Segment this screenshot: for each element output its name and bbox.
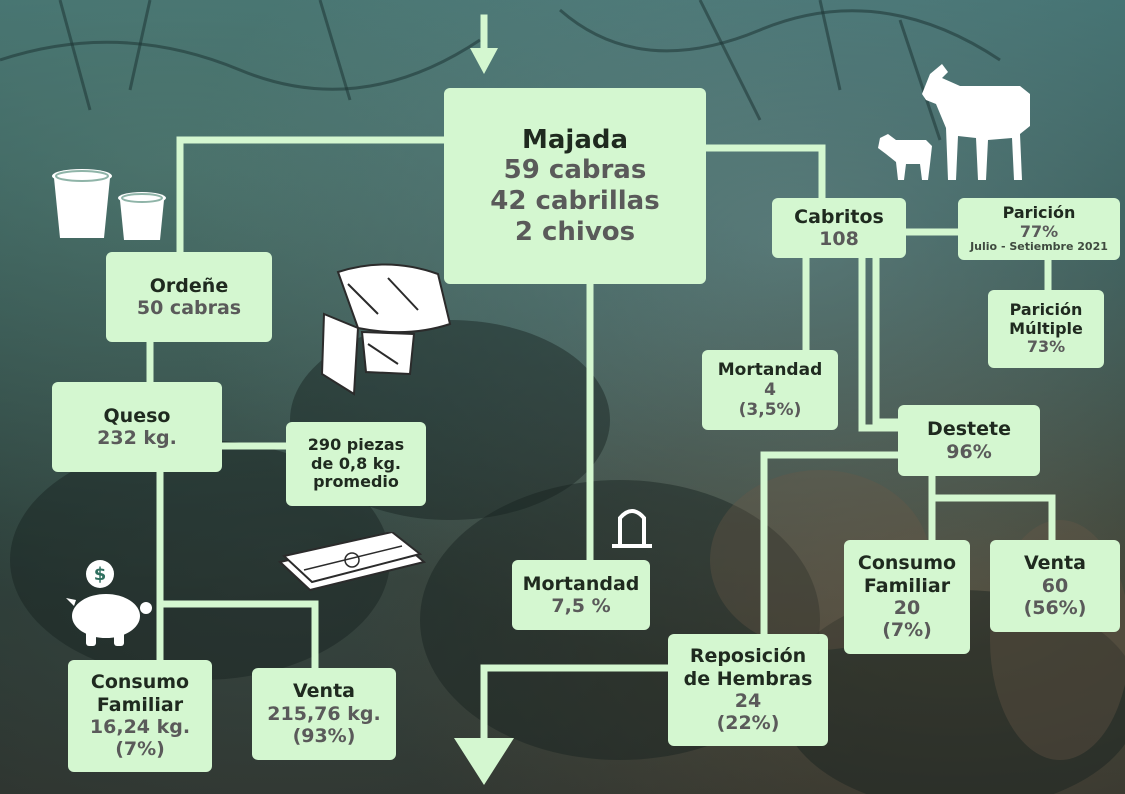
majada-cabras: 59 cabras — [503, 155, 647, 186]
consumo-cabritos-value: 20 — [893, 597, 921, 619]
ordene-box: Ordeñe 50 cabras — [106, 252, 272, 342]
paricion-multiple-title1: Parición — [1009, 299, 1083, 319]
queso-box: Queso 232 kg. — [52, 382, 222, 472]
paricion-title: Parición — [1002, 202, 1076, 222]
majada-box: Majada 59 cabras 42 cabrillas 2 chivos — [444, 88, 706, 284]
cabritos-title: Cabritos — [794, 205, 884, 228]
paricion-value: 77% — [1019, 221, 1059, 241]
money-stack-icon — [277, 532, 427, 592]
consumo-cabritos-pct: (7%) — [882, 619, 932, 642]
majada-cabrillas: 42 cabrillas — [490, 186, 660, 216]
piezas-line1: 290 piezas — [307, 434, 405, 454]
consumo-queso-value: 16,24 kg. — [89, 716, 191, 738]
ordene-value: 50 cabras — [136, 297, 242, 319]
goat-icon — [878, 64, 1030, 180]
venta-queso-title: Venta — [293, 680, 355, 703]
tombstone-icon — [612, 509, 652, 548]
consumo-cabritos-box: Consumo Familiar 20 (7%) — [844, 540, 970, 654]
venta-cabritos-value: 60 — [1041, 574, 1069, 597]
consumo-cabritos-title2: Familiar — [863, 574, 951, 597]
venta-queso-box: Venta 215,76 kg. (93%) — [252, 668, 396, 760]
consumo-cabritos-title1: Consumo — [857, 552, 957, 575]
piezas-line3: promedio — [313, 472, 399, 492]
mortandad-cabritos-value: 4 — [764, 379, 776, 400]
consumo-queso-title1: Consumo — [90, 671, 190, 694]
reposicion-pct: (22%) — [716, 712, 780, 735]
mortandad-cabritos-pct: (3,5%) — [738, 400, 802, 421]
buckets-icon — [52, 169, 166, 240]
venta-queso-value: 215,76 kg. — [267, 702, 381, 725]
mortandad-majada-title: Mortandad — [522, 572, 640, 595]
consumo-queso-pct: (7%) — [115, 738, 165, 761]
reposicion-title2: de Hembras — [683, 667, 813, 690]
paricion-box: Parición 77% Julio - Setiembre 2021 — [958, 198, 1120, 260]
cheese-icon — [320, 263, 452, 396]
ordene-title: Ordeñe — [149, 274, 229, 297]
cabritos-value: 108 — [819, 228, 859, 250]
majada-chivos: 2 chivos — [514, 216, 636, 247]
queso-value: 232 kg. — [97, 427, 177, 449]
venta-cabritos-title: Venta — [1024, 552, 1086, 575]
piezas-box: 290 piezas de 0,8 kg. promedio — [286, 422, 426, 506]
destete-title: Destete — [927, 418, 1011, 441]
paricion-multiple-title2: Múltiple — [1009, 318, 1083, 338]
consumo-queso-box: Consumo Familiar 16,24 kg. (7%) — [68, 660, 212, 772]
destete-value: 96% — [946, 440, 992, 463]
paricion-multiple-box: Parición Múltiple 73% — [988, 290, 1104, 368]
reposicion-title1: Reposición — [689, 645, 807, 668]
paricion-period: Julio - Setiembre 2021 — [970, 240, 1108, 254]
svg-text:$: $ — [94, 564, 107, 585]
venta-queso-pct: (93%) — [292, 725, 356, 748]
mortandad-cabritos-box: Mortandad 4 (3,5%) — [702, 350, 838, 430]
majada-title: Majada — [521, 124, 629, 155]
cabritos-box: Cabritos 108 — [772, 198, 906, 258]
reposicion-box: Reposición de Hembras 24 (22%) — [668, 634, 828, 746]
mortandad-majada-value: 7,5 % — [551, 595, 611, 617]
reposicion-value: 24 — [734, 690, 762, 712]
queso-title: Queso — [103, 404, 171, 427]
mortandad-cabritos-title: Mortandad — [717, 359, 823, 380]
paricion-multiple-value: 73% — [1026, 337, 1066, 357]
piezas-line2: de 0,8 kg. — [311, 453, 401, 473]
venta-cabritos-pct: (56%) — [1023, 597, 1087, 620]
piggy-bank-icon: $ — [66, 560, 152, 646]
consumo-queso-title2: Familiar — [96, 693, 184, 716]
destete-box: Destete 96% — [898, 405, 1040, 476]
venta-cabritos-box: Venta 60 (56%) — [990, 540, 1120, 632]
mortandad-majada-box: Mortandad 7,5 % — [512, 560, 650, 630]
